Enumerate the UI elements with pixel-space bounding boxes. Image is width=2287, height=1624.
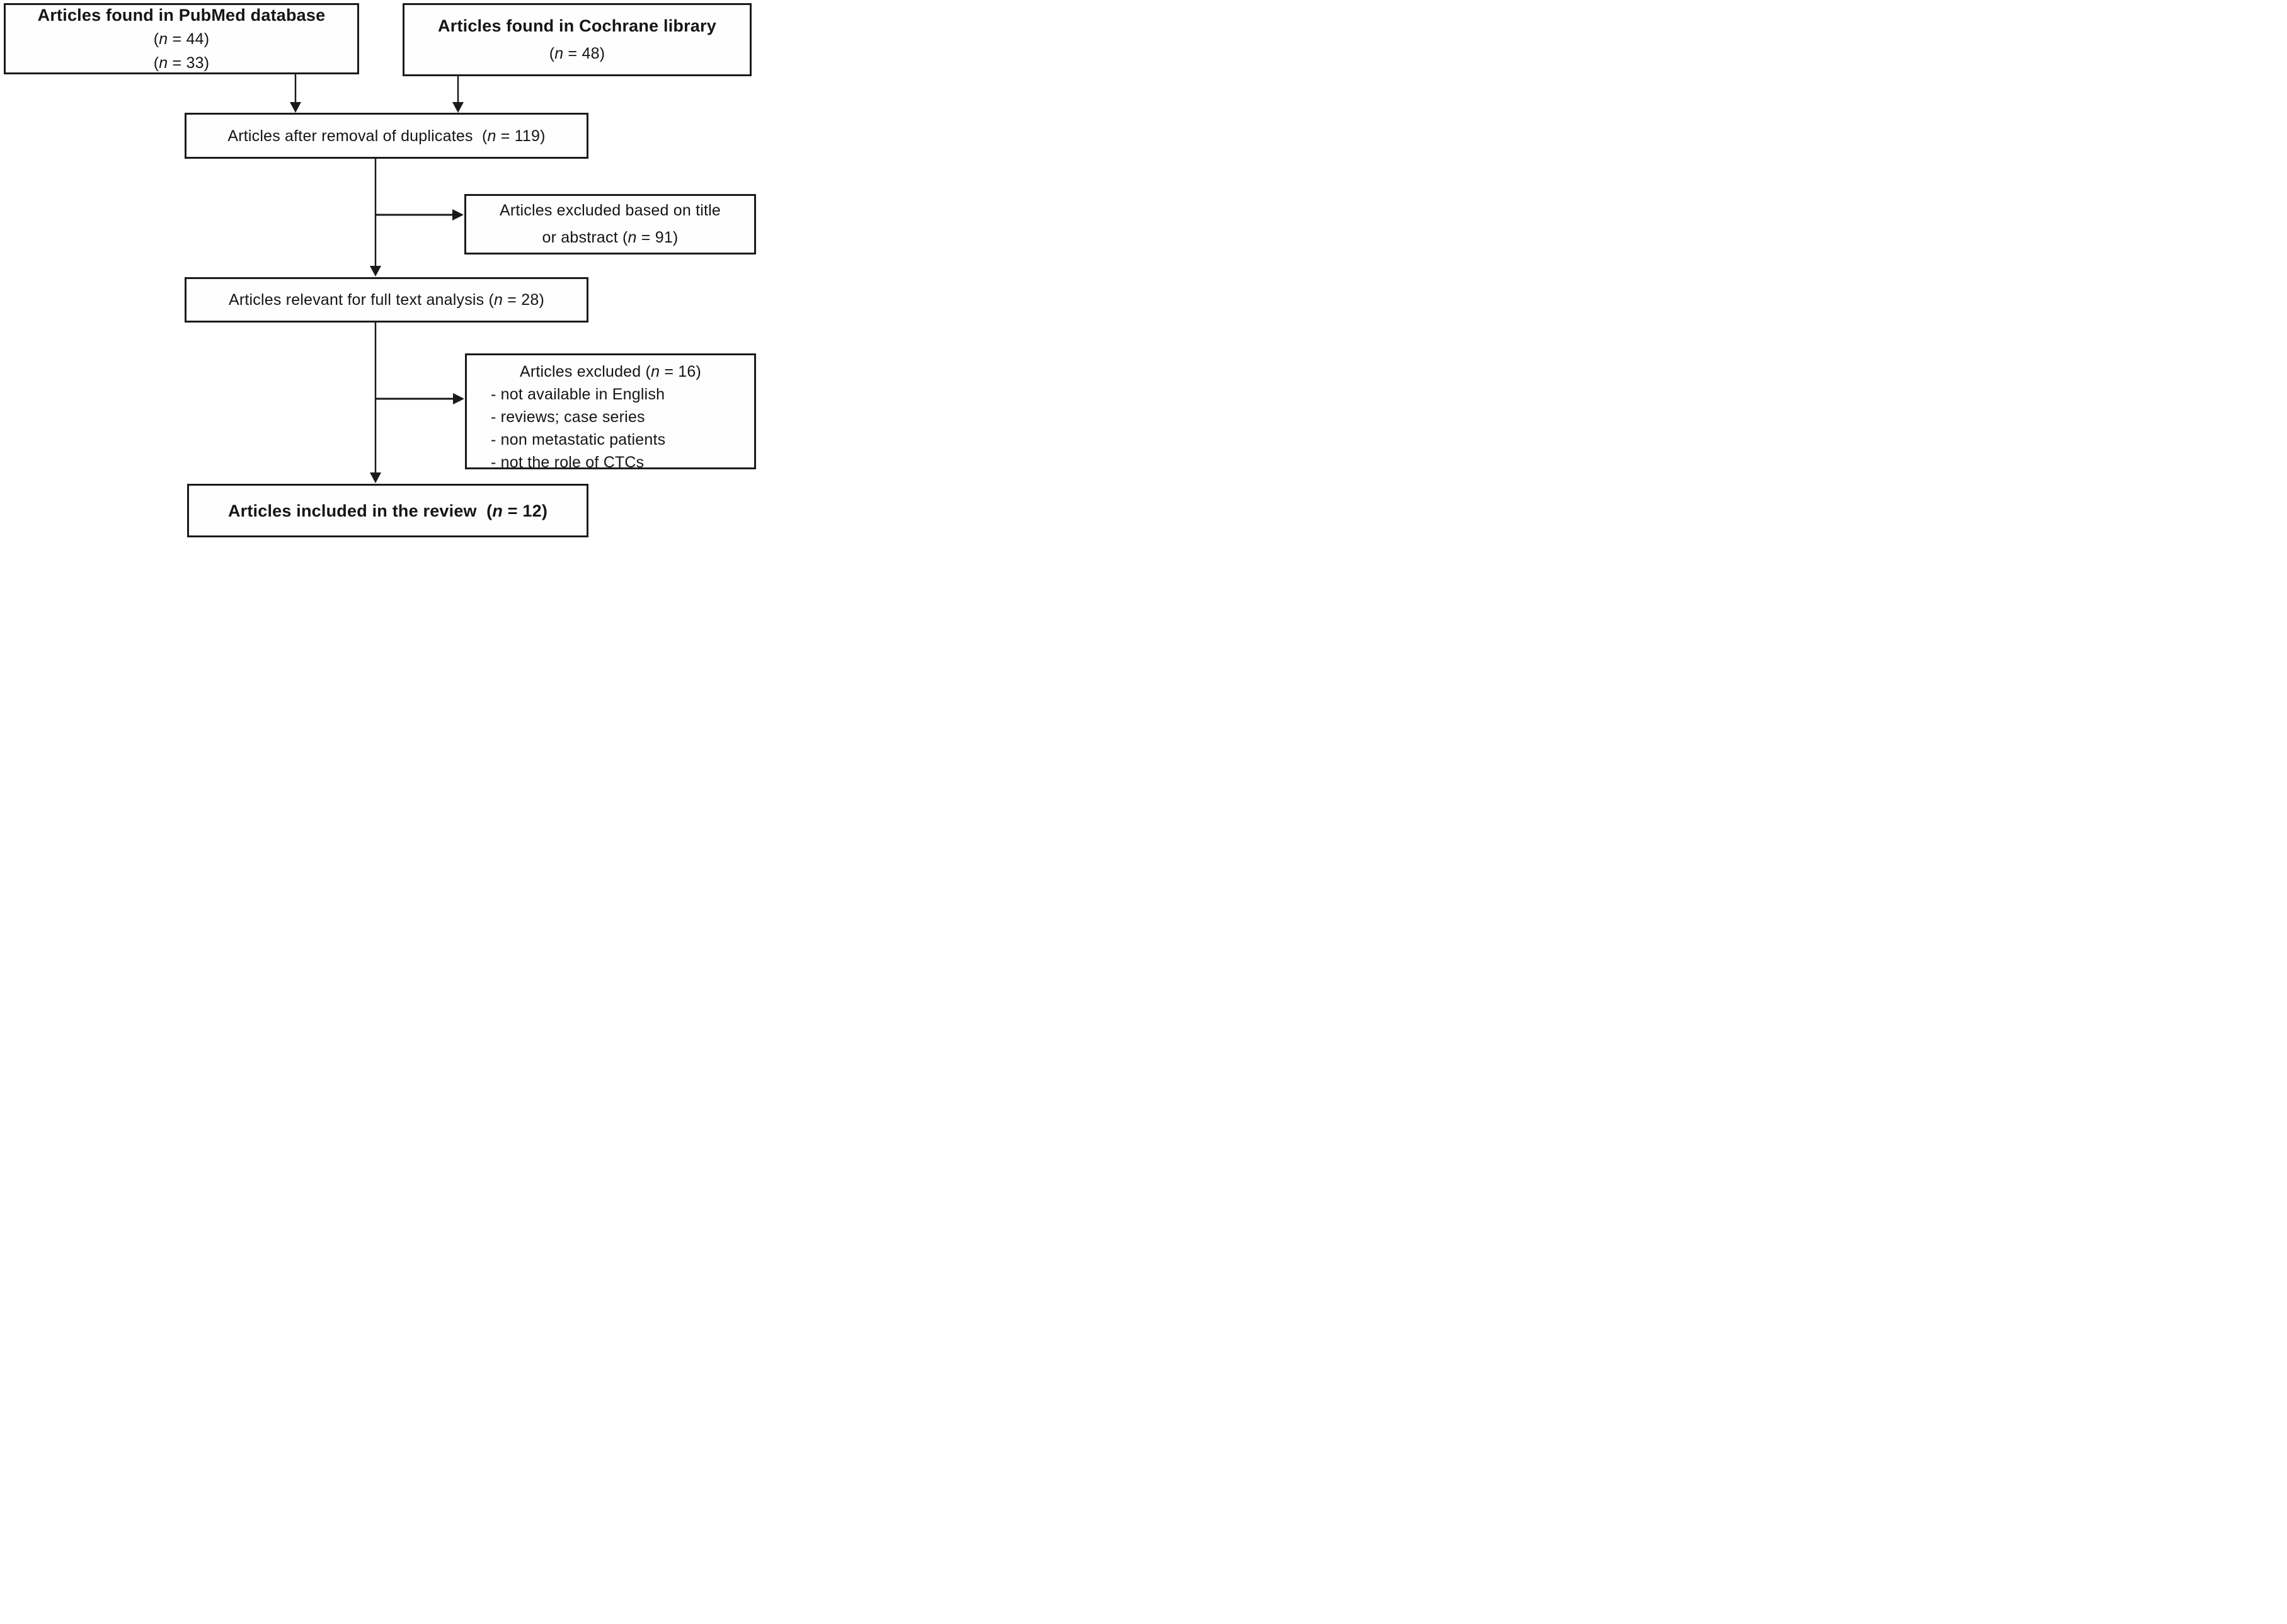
box-excluded-fulltext-reasons: Articles excluded (n = 16) - not availabl… <box>465 353 756 471</box>
arrowhead-right-icon <box>452 209 464 220</box>
pubmed-text-line: Articles found in PubMed database <box>37 5 326 25</box>
excluded-16-text-line: - reviews; case series <box>491 408 645 426</box>
box-cochrane-articles: Articles found in Cochrane library (n = 4… <box>403 3 752 76</box>
excluded-16-text-line: - not the role of CTCs <box>491 454 645 471</box>
arrowhead-down-icon <box>370 472 381 483</box>
arrowhead-down-icon <box>452 102 464 113</box>
duplicates-text-line: Articles after removal of duplicates (n … <box>227 127 546 145</box>
box-after-duplicate-removal: Articles after removal of duplicates (n … <box>185 113 588 159</box>
excluded-title-abstract-text-line: Articles excluded based on title <box>499 202 721 219</box>
arrowhead-down-icon <box>290 102 301 113</box>
arrowhead-right-icon <box>453 393 464 404</box>
pubmed-text-line: (n = 33) <box>153 54 210 72</box>
arrowhead-down-icon <box>370 266 381 277</box>
cochrane-text-line: (n = 48) <box>549 45 605 62</box>
box-included-in-review: Articles included in the review (n = 12) <box>187 484 588 537</box>
arrow-cochrane-to-duplicates <box>452 76 464 113</box>
excluded-title-abstract-text-line: or abstract (n = 91) <box>542 229 679 246</box>
arrow-pubmed-to-duplicates <box>290 74 301 113</box>
arrow-fulltext-to-included <box>370 323 381 483</box>
box-excluded-title-abstract: Articles excluded based on title or abstr… <box>464 194 756 254</box>
excluded-16-text-line: - not available in English <box>491 386 665 403</box>
prisma-flow-diagram: Articles found in PubMed database (n = 44… <box>0 0 762 541</box>
cochrane-text-line: Articles found in Cochrane library <box>438 16 716 35</box>
arrow-duplicates-to-fulltext <box>370 159 381 277</box>
box-fulltext-analysis: Articles relevant for full text analysis… <box>185 277 588 323</box>
arrow-branch-to-excluded-title <box>375 209 464 220</box>
excluded-16-text-line: - non metastatic patients <box>491 431 666 449</box>
pubmed-text-line: (n = 44) <box>153 30 210 48</box>
fulltext-text-line: Articles relevant for full text analysis… <box>229 291 544 309</box>
box-pubmed-articles: Articles found in PubMed database (n = 44… <box>4 3 359 74</box>
arrow-branch-to-excluded-16 <box>375 393 464 404</box>
included-text-line: Articles included in the review (n = 12) <box>227 501 548 520</box>
excluded-16-text-line: Articles excluded (n = 16) <box>520 363 701 380</box>
